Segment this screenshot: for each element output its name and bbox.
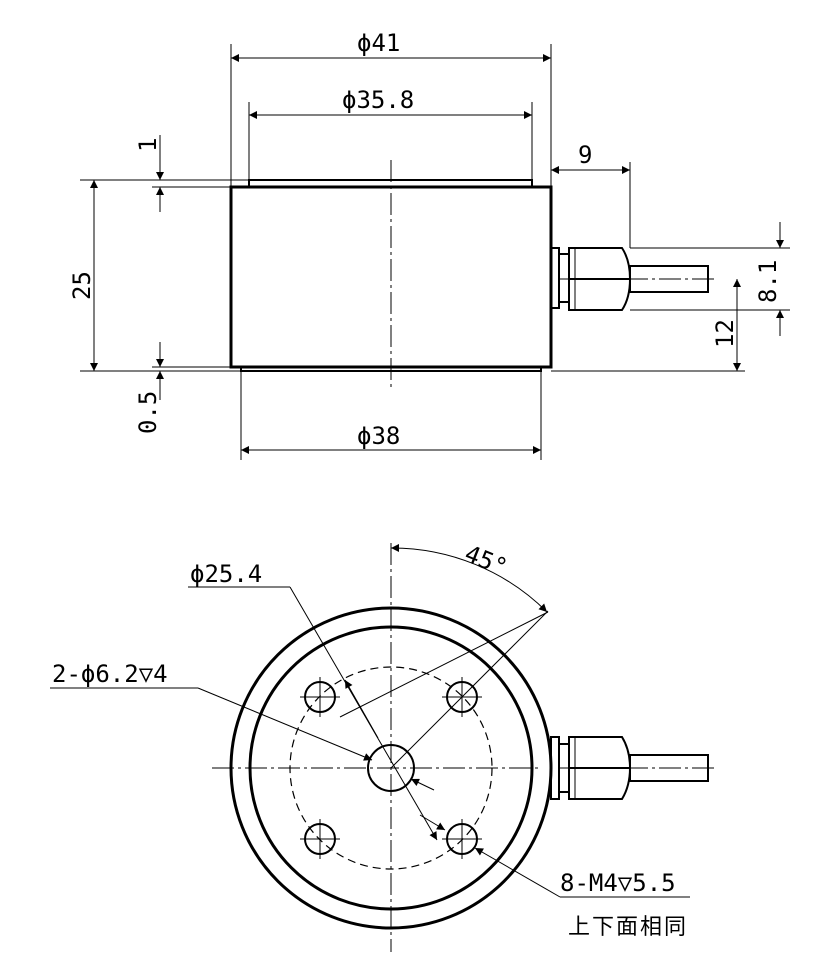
threaded-hole xyxy=(300,819,340,859)
dim-connector-width-label: 8.1 xyxy=(754,260,782,303)
dim-bottom-step-label: 0.5 xyxy=(134,391,162,434)
dim-top-diameter: ϕ35.8 xyxy=(248,86,533,180)
dim-threaded-holes-label: 8-M4▽5.5 xyxy=(560,869,676,897)
diagonal-center-line xyxy=(339,611,549,718)
bolt-circle xyxy=(289,666,493,870)
top-connector xyxy=(550,736,716,800)
dim-connector-height-label: 12 xyxy=(711,319,739,348)
side-view: ϕ41 ϕ35.8 ϕ38 25 1 xyxy=(68,29,790,460)
dim-bottom-diameter-label: ϕ38 xyxy=(357,422,400,450)
dim-center-holes-label: 2-ϕ6.2▽4 xyxy=(52,660,168,688)
inner-rim xyxy=(248,625,534,911)
threaded-hole xyxy=(442,819,482,859)
note-text: 上下面相同 xyxy=(568,915,688,940)
dim-connector-length: 9 xyxy=(551,141,631,248)
dim-top-step: 1 xyxy=(134,135,231,212)
dim-top-step-label: 1 xyxy=(134,138,162,152)
dim-height-label: 25 xyxy=(68,271,96,300)
dim-bottom-step: 0.5 xyxy=(134,342,231,434)
dim-angle: 45° xyxy=(390,540,548,613)
dim-center-holes: 2-ϕ6.2▽4 xyxy=(50,660,435,791)
dim-bolt-circle-label: ϕ25.4 xyxy=(190,560,262,588)
dim-top-diameter-label: ϕ35.8 xyxy=(342,86,414,114)
top-view: 45° ϕ25.4 2-ϕ6.2▽4 8-M4▽5.5 上下面相同 xyxy=(50,540,716,952)
dim-height: 25 xyxy=(68,179,249,372)
threaded-hole xyxy=(300,677,340,717)
dim-connector-height: 12 xyxy=(551,279,745,372)
dim-connector-width: 8.1 xyxy=(630,222,790,336)
side-connector xyxy=(550,247,716,311)
center-hole xyxy=(367,744,415,792)
dim-threaded-holes: 8-M4▽5.5 xyxy=(419,814,690,898)
dim-angle-label: 45° xyxy=(461,540,512,582)
dim-bottom-diameter: ϕ38 xyxy=(240,371,542,460)
dim-connector-length-label: 9 xyxy=(578,141,592,169)
dim-outer-diameter-label: ϕ41 xyxy=(357,29,400,57)
dim-outer-diameter: ϕ41 xyxy=(230,29,552,187)
dim-bolt-circle: ϕ25.4 xyxy=(188,560,438,841)
